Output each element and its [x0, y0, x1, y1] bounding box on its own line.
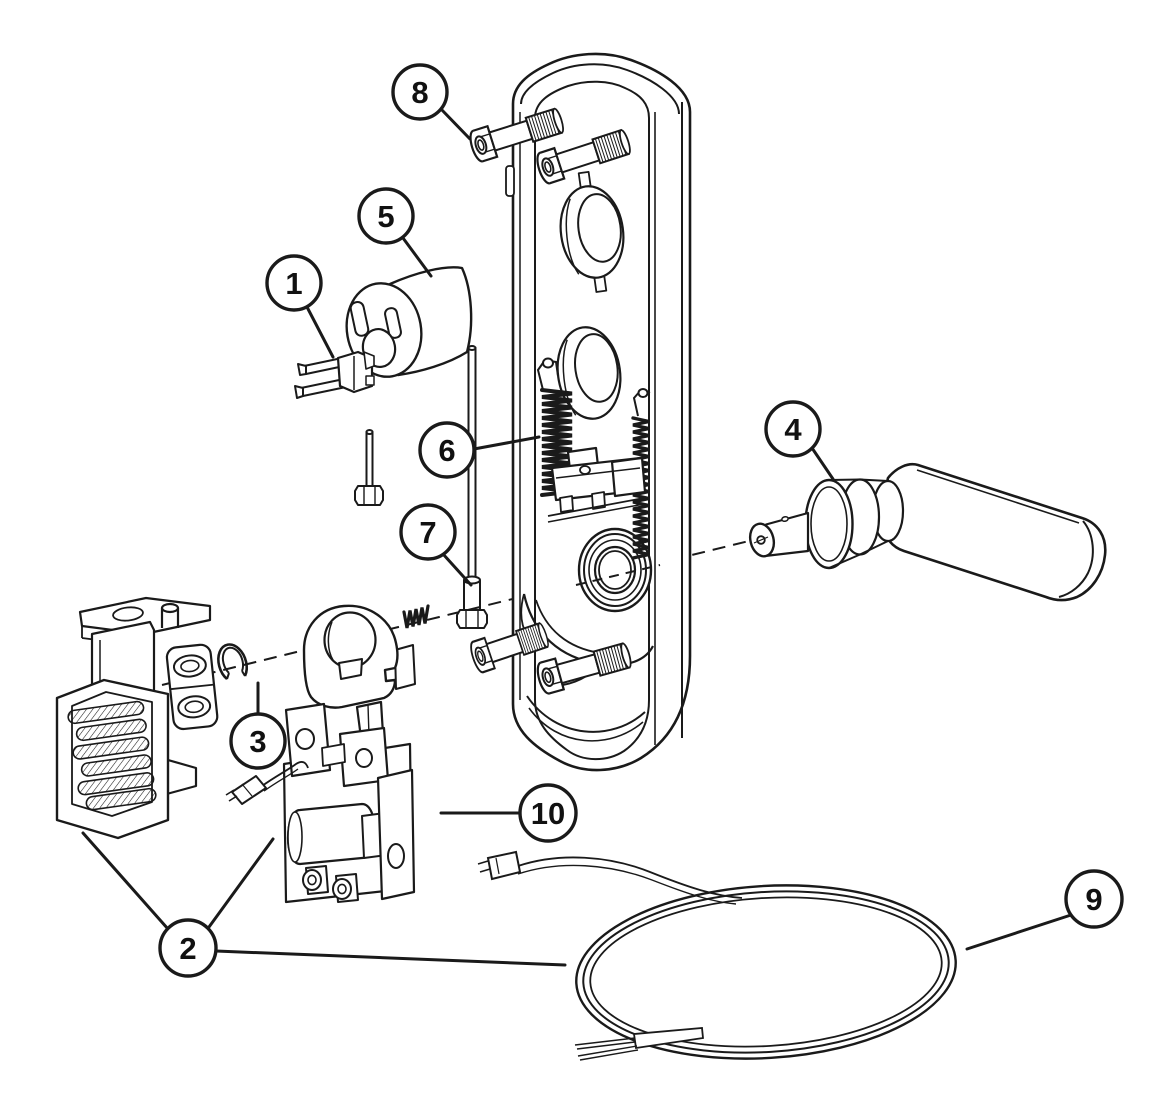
motor-pigtail	[225, 761, 309, 805]
upper-oval-boss	[559, 170, 625, 293]
balloon-6-label: 6	[438, 433, 455, 468]
cam-collar-notch	[338, 658, 363, 680]
balloon-4-leader-1	[810, 446, 835, 481]
balloon-7-leader-1	[441, 552, 473, 587]
balloon-9-label: 9	[1085, 882, 1102, 917]
cable-connector	[477, 850, 522, 881]
battery-clip	[294, 350, 375, 399]
balloon-4	[764, 400, 822, 458]
lever-rosette	[804, 478, 854, 570]
right-spring-hanger	[632, 388, 651, 417]
balloon-1-label: 1	[285, 266, 302, 301]
balloon-9	[1064, 869, 1124, 929]
cable-feed-wire	[517, 856, 743, 899]
balloon-8-leader-1	[439, 107, 472, 141]
cable-loose-ends	[574, 1027, 704, 1061]
motor-connector	[231, 775, 267, 805]
cage-hinge-barrel	[165, 643, 219, 731]
balloon-10-label: 10	[531, 796, 565, 831]
balloon-7	[399, 503, 457, 561]
cable-coil	[575, 884, 957, 1060]
slider-carriage	[547, 446, 647, 523]
balloon-5-label: 5	[377, 199, 394, 234]
balloon-2	[158, 918, 218, 978]
balloon-10	[518, 783, 578, 843]
motor-posts	[302, 865, 359, 903]
motor-drive-assembly	[225, 702, 416, 904]
mounting-post-short	[354, 429, 384, 506]
balloon-6	[418, 421, 476, 479]
cutaway-coil-spring	[67, 700, 157, 811]
lever-handle	[748, 462, 1107, 602]
balloon-8-label: 8	[411, 75, 428, 110]
cylinder-slot-right	[384, 307, 402, 339]
balloon-layer: 1 2 3 4 5 6 7 8 9 10	[81, 63, 1124, 978]
plate-inner-arch	[520, 63, 680, 115]
balloon-2-leader-2	[207, 837, 275, 929]
balloon-5-leader-1	[401, 236, 433, 278]
balloon-5	[357, 187, 415, 245]
cam-collar-side-face	[394, 644, 416, 690]
balloon-7-label: 7	[419, 515, 436, 550]
balloon-8	[391, 63, 449, 121]
boss-centerline	[575, 564, 661, 586]
balloon-4-label: 4	[784, 412, 802, 447]
spring-cage-assembly	[55, 596, 219, 840]
balloon-3-label: 3	[249, 724, 266, 759]
cylinder-slot-left	[349, 301, 370, 337]
lower-oval-boss	[556, 326, 622, 420]
escutcheon-plate	[505, 52, 692, 772]
balloon-1	[265, 254, 323, 312]
balloon-3	[229, 712, 287, 770]
chassis-mechanism	[536, 357, 651, 560]
balloon-1-leader-1	[305, 305, 335, 359]
motor-side-plate	[376, 768, 416, 901]
small-spring	[402, 604, 430, 629]
standoff-hex-base	[456, 609, 488, 629]
left-spring-hanger	[536, 357, 559, 391]
balloon-2-leader-3	[214, 949, 567, 967]
balloon-6-leader-1	[472, 435, 541, 451]
cable-assembly	[477, 850, 957, 1061]
balloon-2-leader-1	[81, 831, 170, 931]
balloon-2-label: 2	[179, 931, 196, 966]
post-hex-base	[354, 485, 384, 506]
retaining-ring	[217, 643, 249, 680]
cage-plate-hole	[112, 606, 144, 622]
balloon-9-leader-1	[965, 913, 1073, 951]
lever-grip	[882, 462, 1107, 602]
cage-stub-cylinder	[160, 602, 180, 628]
clip-body	[336, 350, 374, 394]
